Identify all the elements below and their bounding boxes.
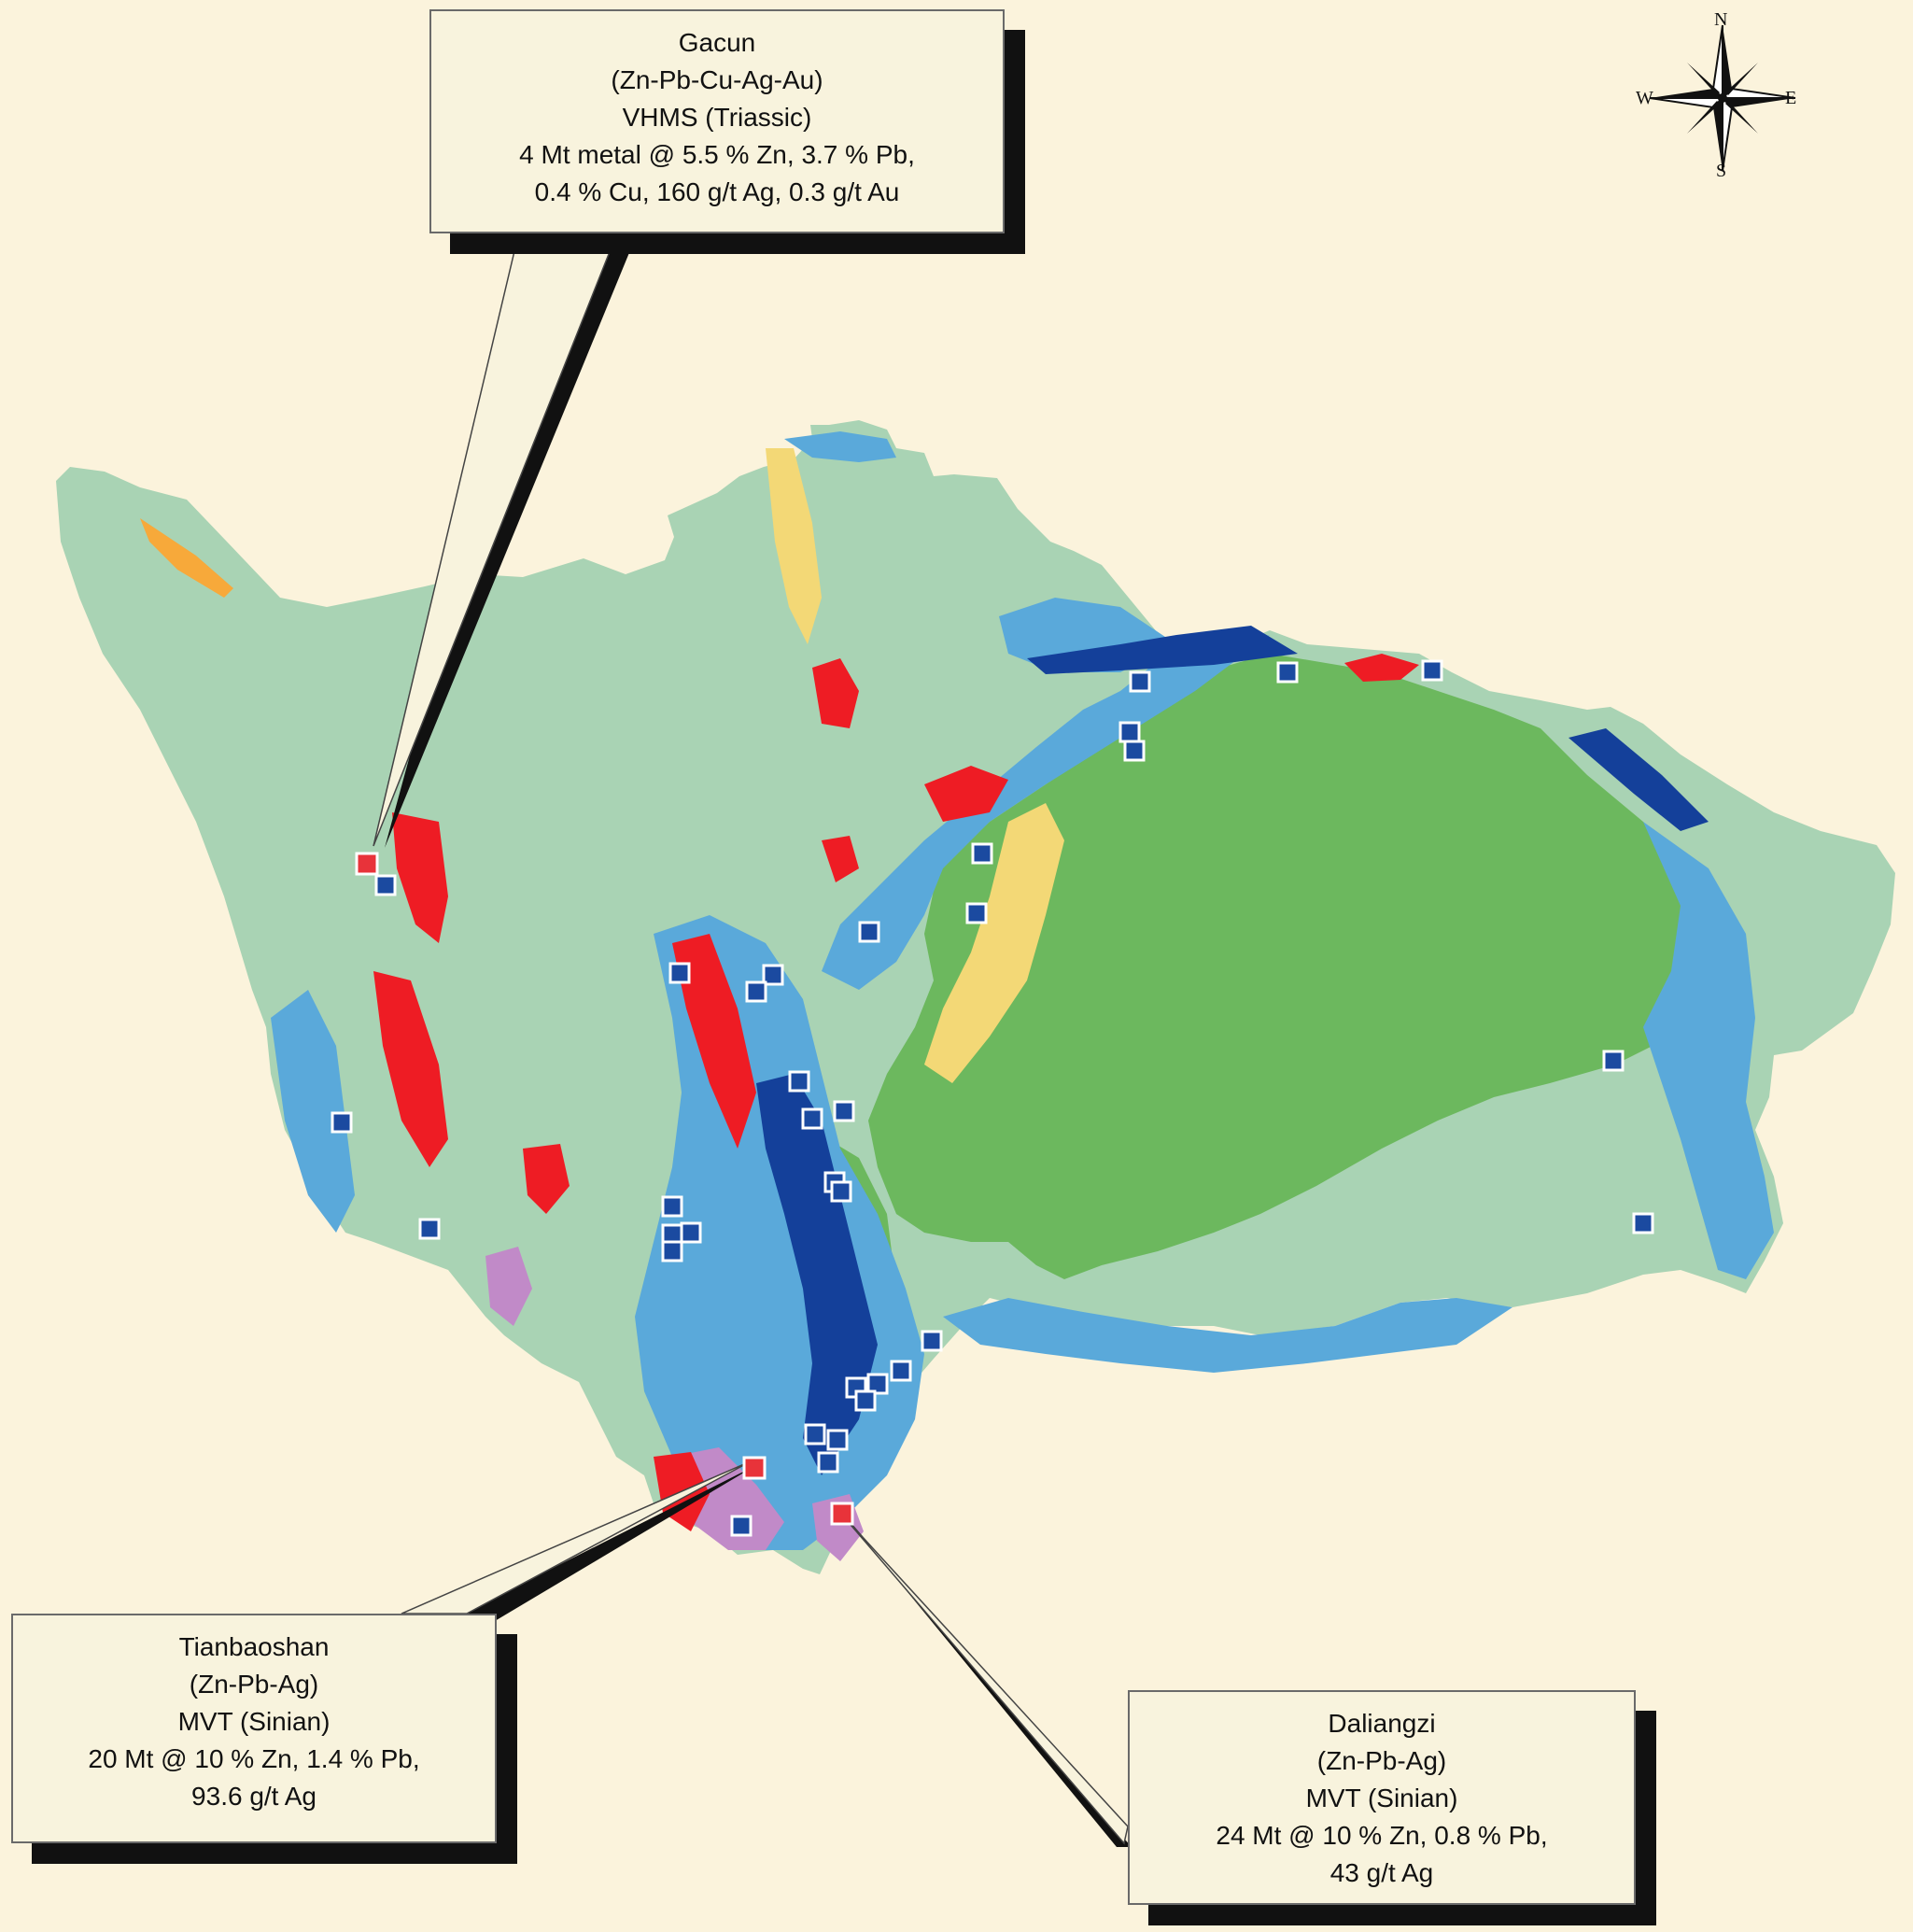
deposit-grade: 0.4 % Cu, 160 g/t Ag, 0.3 g/t Au: [534, 177, 900, 206]
map-unit-dark-blue: [1568, 728, 1709, 831]
deposit-marker[interactable]: [668, 962, 691, 984]
deposit-marker[interactable]: [801, 1107, 823, 1130]
map-unit-purple: [485, 1247, 532, 1326]
deposit-marker[interactable]: [745, 980, 767, 1003]
deposit-marker[interactable]: [833, 1100, 855, 1122]
deposit-metals: (Zn-Pb-Ag): [189, 1670, 319, 1699]
deposit-marker[interactable]: [817, 1451, 839, 1474]
compass-south-label: S: [1716, 161, 1727, 181]
map-unit-dark-blue: [756, 1074, 878, 1475]
deposit-marker[interactable]: [1123, 740, 1146, 762]
callout-tianbaoshan: Tianbaoshan (Zn-Pb-Ag) MVT (Sinian) 20 M…: [11, 1614, 497, 1843]
map-unit-light-blue: [1643, 822, 1774, 1279]
deposit-metals: (Zn-Pb-Ag): [1316, 1746, 1447, 1775]
deposit-marker[interactable]: [1129, 670, 1151, 693]
callout-leader: [373, 234, 618, 847]
deposit-marker[interactable]: [1632, 1212, 1654, 1234]
map-unit-dark-blue: [1027, 626, 1298, 674]
callout-leader: [401, 1460, 753, 1615]
map-unit-red: [523, 1144, 570, 1214]
map-unit-red: [1344, 654, 1419, 682]
major-deposits: [355, 852, 854, 1526]
compass-north-label: N: [1714, 9, 1728, 30]
deposit-marker[interactable]: [826, 1429, 849, 1451]
map-unit-light-blue: [271, 990, 355, 1233]
deposit-name: Daliangzi: [1328, 1709, 1436, 1738]
compass-icon: [1649, 24, 1796, 172]
map-unit-orange: [140, 518, 233, 598]
deposit-grade: 43 g/t Ag: [1329, 1858, 1434, 1887]
deposit-marker[interactable]: [762, 964, 784, 986]
callout-daliangzi: Daliangzi (Zn-Pb-Ag) MVT (Sinian) 24 Mt …: [1128, 1690, 1636, 1905]
map-unit-red: [392, 812, 448, 943]
compass-west-label: W: [1636, 88, 1653, 108]
deposit-markers: [331, 659, 1654, 1537]
deposit-marker[interactable]: [374, 874, 397, 896]
deposit-grade: 20 Mt @ 10 % Zn, 1.4 % Pb,: [88, 1744, 420, 1773]
deposit-marker[interactable]: [1421, 659, 1443, 682]
deposit-type: MVT (Sinian): [177, 1707, 331, 1736]
deposit-marker[interactable]: [730, 1515, 753, 1537]
map-unit-red: [672, 934, 756, 1149]
deposit-marker[interactable]: [1118, 721, 1141, 743]
deposit-grade: 4 Mt metal @ 5.5 % Zn, 3.7 % Pb,: [519, 140, 915, 169]
deposit-marker[interactable]: [661, 1240, 683, 1262]
deposit-marker[interactable]: [858, 921, 880, 943]
daliangzi-deposit-marker[interactable]: [830, 1502, 854, 1526]
map-unit-yellow: [924, 803, 1064, 1083]
map-unit-yellow: [766, 448, 822, 644]
deposit-marker[interactable]: [418, 1218, 441, 1240]
deposit-marker[interactable]: [890, 1360, 912, 1382]
deposit-name: Tianbaoshan: [178, 1632, 330, 1661]
deposit-marker[interactable]: [680, 1221, 702, 1244]
deposit-marker[interactable]: [661, 1195, 683, 1218]
deposit-marker[interactable]: [804, 1423, 826, 1445]
deposit-name: Gacun: [678, 28, 756, 57]
deposit-marker[interactable]: [331, 1111, 353, 1134]
map-unit-red: [812, 658, 859, 728]
map-unit-red: [373, 971, 448, 1167]
map-unit-light-blue: [784, 431, 896, 462]
callout-gacun: Gacun (Zn-Pb-Cu-Ag-Au) VHMS (Triassic) 4…: [429, 9, 1005, 233]
map-unit-green: [868, 654, 1709, 1279]
callout-leader: [385, 239, 635, 848]
deposit-type: MVT (Sinian): [1305, 1784, 1458, 1812]
deposit-grade: 93.6 g/t Ag: [191, 1782, 316, 1811]
deposit-marker[interactable]: [830, 1180, 852, 1203]
deposit-type: VHMS (Triassic): [622, 103, 812, 132]
deposit-grade: 24 Mt @ 10 % Zn, 0.8 % Pb,: [1216, 1821, 1548, 1850]
map-unit-red: [822, 836, 859, 882]
deposit-metals: (Zn-Pb-Cu-Ag-Au): [611, 65, 823, 94]
tianbaoshan-deposit-marker[interactable]: [742, 1456, 767, 1480]
compass-east-label: E: [1785, 88, 1797, 108]
deposit-marker[interactable]: [854, 1389, 877, 1412]
deposit-marker[interactable]: [921, 1330, 943, 1352]
map-unit-light-blue: [822, 635, 1270, 990]
deposit-marker[interactable]: [788, 1070, 810, 1093]
deposit-marker[interactable]: [965, 902, 988, 924]
deposit-marker[interactable]: [866, 1373, 889, 1395]
gacun-deposit-marker[interactable]: [355, 852, 379, 876]
map-unit-red: [924, 766, 1008, 822]
map-unit-light-blue: [943, 1298, 1512, 1373]
deposit-marker[interactable]: [971, 842, 993, 865]
deposit-marker[interactable]: [1276, 661, 1299, 684]
callout-leader: [839, 1512, 1129, 1845]
deposit-marker[interactable]: [1602, 1050, 1625, 1072]
